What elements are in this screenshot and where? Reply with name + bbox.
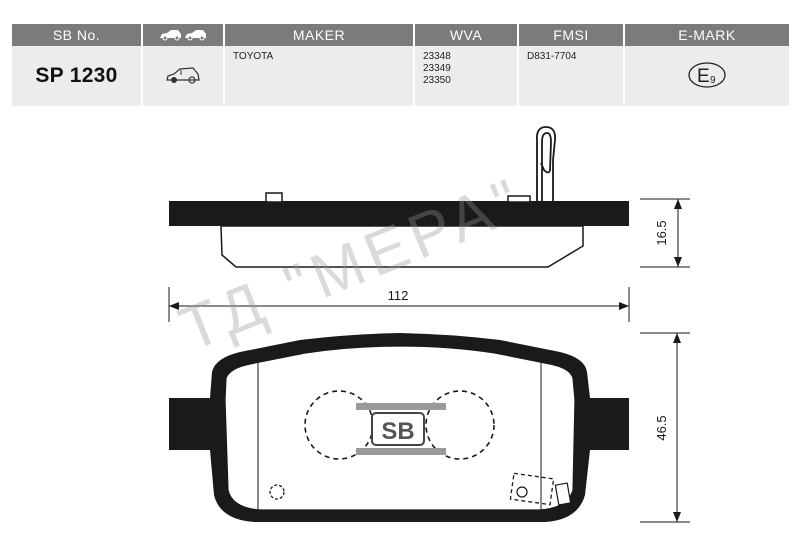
logo-text: SB <box>381 418 414 445</box>
e-mark-number: 9 <box>710 75 716 86</box>
friction-material-side <box>220 225 584 268</box>
wva-values: 23348 23349 23350 <box>414 46 519 106</box>
wear-sensor-mount <box>509 472 572 506</box>
maker-value: TOYOTA <box>224 46 415 106</box>
backing-plate-side <box>169 201 629 226</box>
car-type-cell <box>142 46 225 106</box>
header-wva: WVA <box>414 24 519 46</box>
dimension-height <box>640 332 690 523</box>
wva-value-1: 23348 <box>423 51 451 62</box>
logo-bar-top <box>356 403 446 410</box>
spec-table: SB No. MAKER WVA FMSI E-MARK SP 1230 <box>12 24 789 106</box>
table-header-row: SB No. MAKER WVA FMSI E-MARK <box>12 24 789 46</box>
sb-number: SP 1230 <box>12 46 143 106</box>
header-car-type <box>142 24 225 46</box>
dim-width-label: 112 <box>388 288 409 303</box>
dimension-width <box>168 287 630 322</box>
header-e-mark: E-MARK <box>624 24 789 46</box>
dimension-thickness <box>640 198 690 268</box>
table-data-row: SP 1230 TOYOTA 23348 23349 23350 D831-77… <box>12 46 789 106</box>
header-fmsi: FMSI <box>518 24 625 46</box>
header-sb-no: SB No. <box>12 24 143 46</box>
sensor-tab <box>507 195 531 203</box>
logo-bar-bottom <box>356 448 446 455</box>
e-mark-circle-icon: E 9 <box>688 61 726 88</box>
fmsi-value: D831-7704 <box>518 46 625 106</box>
wva-value-2: 23349 <box>423 63 451 74</box>
logo-box <box>371 412 425 446</box>
pin-hole-left <box>269 484 285 500</box>
wva-value-3: 23350 <box>423 75 451 86</box>
wear-indicator-spring <box>536 126 556 201</box>
dim-height-label: 46.5 <box>654 415 669 440</box>
front-axle-car-icon <box>166 66 200 84</box>
e-mark-letter: E <box>697 66 710 87</box>
e-mark-cell: E 9 <box>624 46 789 106</box>
piston-circle-right <box>425 390 495 460</box>
header-maker: MAKER <box>224 24 415 46</box>
dim-thickness-label: 16.5 <box>654 220 669 245</box>
front-rear-cars-icon <box>160 29 206 40</box>
clip-tab <box>265 192 283 203</box>
